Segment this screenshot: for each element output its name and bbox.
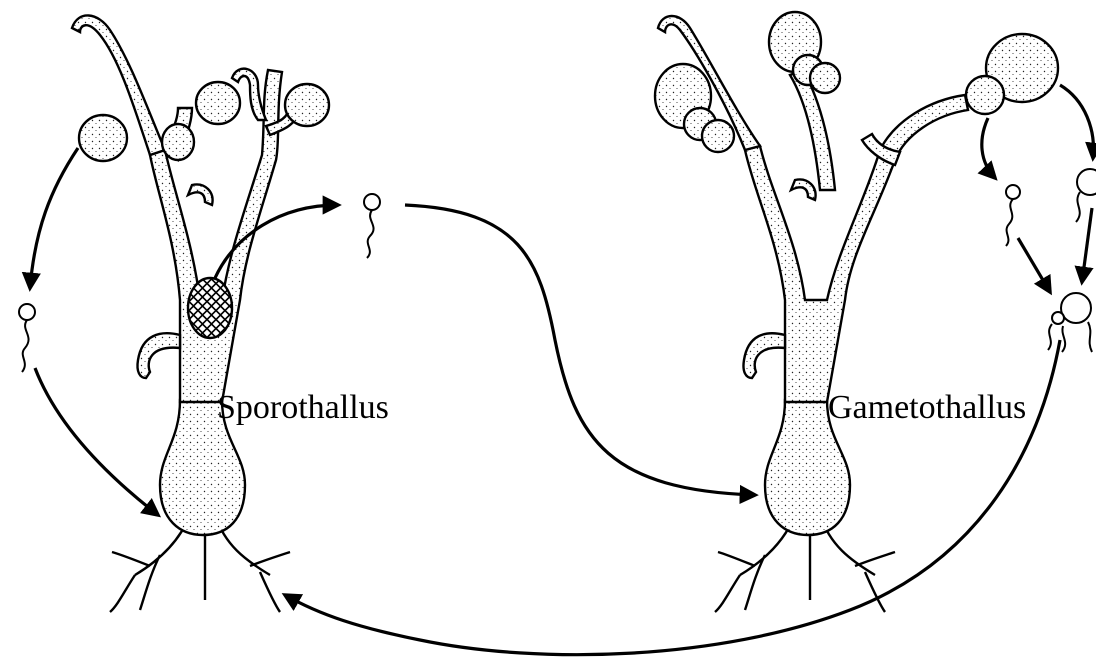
arrow-gametangium-to-male: [982, 118, 995, 178]
gametangium-1c: [702, 120, 734, 152]
zygote-fusion: [1048, 293, 1092, 352]
arrow-zoospore-to-gametothallus: [405, 205, 755, 495]
gametothallus-plant: [655, 12, 1058, 612]
curl-branch-g1: [743, 333, 785, 378]
zoospore-top: [364, 194, 380, 258]
gametangium-3b: [966, 76, 1004, 114]
male-gamete: [1006, 185, 1020, 246]
arrow-sporangium-to-zoospore: [30, 148, 78, 288]
gametothallus-label: Gametothallus: [828, 389, 1026, 426]
sporangium-1: [79, 115, 127, 161]
sporangium-3: [196, 82, 240, 124]
sporangium-4: [285, 84, 329, 126]
curl-branch-1: [137, 333, 180, 378]
main-stalk-g: [745, 95, 968, 402]
zoospore-left: [19, 304, 35, 372]
resting-sporangium: [188, 278, 232, 338]
arrow-zygote-to-sporothallus: [285, 340, 1060, 655]
sporangium-2: [162, 124, 194, 160]
arrow-female-to-zygote: [1082, 208, 1092, 282]
curl-branch-2: [188, 184, 213, 205]
arrow-gametangium-to-female: [1060, 85, 1093, 158]
gametangium-2c: [810, 63, 840, 93]
arrow-zoospore-to-sporothallus: [35, 368, 158, 515]
female-gamete: [1076, 169, 1096, 222]
sporothallus-plant: [72, 15, 329, 612]
arrow-male-to-zygote: [1018, 238, 1050, 292]
curl-branch-g2: [791, 179, 816, 200]
sporothallus-label: Sporothallus: [217, 389, 389, 426]
